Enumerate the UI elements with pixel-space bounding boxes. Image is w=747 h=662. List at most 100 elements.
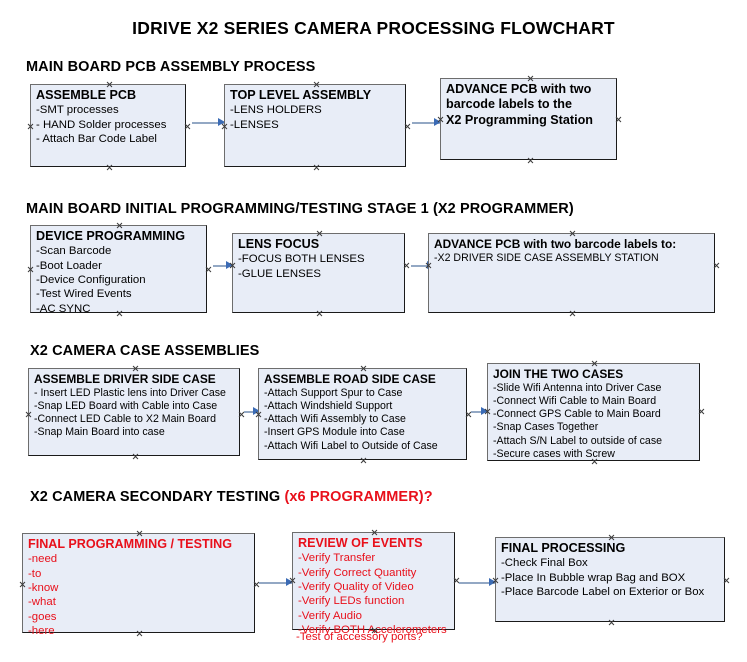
node-line: -Verify Quality of Video: [298, 580, 414, 593]
node-line: -Device Configuration: [36, 273, 146, 286]
connector-line: [259, 582, 292, 584]
handle-top-icon[interactable]: [527, 75, 534, 82]
connector-line: [412, 122, 440, 124]
handle-bottom-icon[interactable]: [360, 457, 367, 464]
handle-top-icon[interactable]: [106, 81, 113, 88]
handle-left-icon[interactable]: [25, 411, 32, 418]
node-line: -FOCUS BOTH LENSES: [238, 253, 365, 266]
handle-right-icon[interactable]: [723, 577, 730, 584]
node-line: -Snap Main Board into case: [34, 426, 165, 439]
connector-4-2: [459, 578, 496, 587]
node-line: -to: [28, 567, 42, 580]
node-title: DEVICE PROGRAMMING: [36, 229, 186, 243]
node-assemble-driver-side-case[interactable]: ASSEMBLE DRIVER SIDE CASE - Insert LED P…: [28, 368, 240, 456]
node-line: barcode labels to the: [446, 97, 572, 112]
node-final-programming-testing[interactable]: FINAL PROGRAMMING / TESTING -need -to -k…: [19, 530, 255, 637]
handle-left-icon[interactable]: [27, 266, 34, 273]
node-line: X2 Programming Station: [446, 112, 593, 127]
handle-bottom-icon[interactable]: [106, 164, 113, 171]
connector-line: [213, 265, 232, 267]
section-heading-4-accent: (x6 PROGRAMMER)?: [284, 489, 433, 505]
node-title: ASSEMBLE ROAD SIDE CASE: [264, 372, 436, 386]
handle-right-icon[interactable]: [403, 262, 410, 269]
connector-1-1: [192, 118, 225, 127]
handle-right-icon[interactable]: [698, 408, 705, 415]
handle-left-icon[interactable]: [27, 123, 34, 130]
node-assemble-road-side-case[interactable]: ASSEMBLE ROAD SIDE CASE -Attach Support …: [258, 368, 467, 460]
node-lens-focus[interactable]: LENS FOCUS -FOCUS BOTH LENSES -GLUE LENS…: [232, 233, 405, 313]
node-line: -Boot Loader: [36, 259, 102, 272]
node-line: - HAND Solder processes: [36, 118, 167, 131]
connector-4-1: [259, 578, 293, 587]
connector-line: [411, 265, 433, 267]
node-title: ADVANCE PCB with two barcode labels to:: [434, 237, 677, 251]
node-line: -need: [28, 553, 58, 566]
handle-top-icon[interactable]: [569, 230, 576, 237]
node-line: -goes: [28, 610, 57, 623]
node-line: -here: [28, 624, 55, 637]
connector-1-2: [412, 118, 441, 127]
node-line: -Place Barcode Label on Exterior or Box: [501, 585, 705, 598]
node-advance-pcb-2[interactable]: ADVANCE PCB with two barcode labels to: …: [428, 233, 715, 313]
node-join-the-two-cases[interactable]: JOIN THE TWO CASES -Slide Wifi Antenna i…: [487, 363, 700, 461]
node-line: -Test Wired Events: [36, 288, 132, 301]
node-advance-pcb-1[interactable]: ADVANCE PCB with two barcode labels to t…: [440, 78, 617, 160]
node-line: -AC SYNC: [36, 302, 91, 315]
arrow-head-icon: [489, 578, 496, 586]
node-line: -Verify Audio: [298, 609, 362, 622]
handle-bottom-icon[interactable]: [527, 157, 534, 164]
handle-right-icon[interactable]: [615, 116, 622, 123]
node-top-level-assembly[interactable]: TOP LEVEL ASSEMBLY -LENS HOLDERS -LENSES: [224, 84, 406, 167]
node-title: FINAL PROCESSING: [501, 541, 626, 555]
handle-bottom-icon[interactable]: [569, 310, 576, 317]
section-heading-1: MAIN BOARD PCB ASSEMBLY PROCESS: [26, 59, 315, 75]
node-line: -Connect Wifi Cable to Main Board: [493, 394, 657, 407]
node-line: -Place In Bubble wrap Bag and BOX: [501, 571, 686, 584]
section-heading-2-text: MAIN BOARD INITIAL PROGRAMMING/TESTING S…: [26, 201, 574, 217]
handle-top-icon[interactable]: [371, 529, 378, 536]
node-line: -Connect LED Cable to X2 Main Board: [34, 413, 216, 426]
node-title: ASSEMBLE PCB: [36, 88, 137, 102]
arrow-head-icon: [218, 118, 225, 126]
node-review-of-events-overflow-line: -Test of accessory ports?: [296, 631, 423, 643]
node-line: -Attach S/N Label to outside of case: [493, 434, 663, 447]
node-line: -Slide Wifi Antenna into Driver Case: [493, 381, 662, 394]
handle-top-icon[interactable]: [316, 230, 323, 237]
handle-left-icon[interactable]: [19, 581, 26, 588]
node-line: -Verify Transfer: [298, 552, 376, 565]
node-title: FINAL PROGRAMMING / TESTING: [28, 537, 233, 551]
handle-top-icon[interactable]: [132, 365, 139, 372]
node-line: - Attach Bar Code Label: [36, 132, 157, 145]
handle-bottom-icon[interactable]: [132, 453, 139, 460]
page-title: IDRIVE X2 SERIES CAMERA PROCESSING FLOWC…: [132, 18, 615, 38]
handle-top-icon[interactable]: [136, 530, 143, 537]
node-device-programming[interactable]: DEVICE PROGRAMMING -Scan Barcode -Boot L…: [27, 222, 207, 315]
node-title: LENS FOCUS: [238, 237, 320, 251]
handle-top-icon[interactable]: [608, 534, 615, 541]
handle-right-icon[interactable]: [713, 262, 720, 269]
arrow-head-icon: [434, 118, 441, 126]
handle-right-icon[interactable]: [184, 123, 191, 130]
node-assemble-pcb[interactable]: ASSEMBLE PCB -SMT processes - HAND Solde…: [30, 84, 186, 167]
handle-top-icon[interactable]: [360, 365, 367, 372]
node-title: REVIEW OF EVENTS: [298, 536, 423, 550]
arrow-head-icon: [286, 578, 293, 586]
handle-right-icon[interactable]: [205, 266, 212, 273]
handle-bottom-icon[interactable]: [316, 310, 323, 317]
connector-2-1: [213, 261, 233, 270]
handle-top-icon[interactable]: [591, 360, 598, 367]
node-line: -Attach Wifi Assembly to Case: [264, 413, 406, 426]
node-line: -Attach Windshield Support: [264, 399, 393, 412]
handle-top-icon[interactable]: [313, 81, 320, 88]
node-final-processing[interactable]: FINAL PROCESSING -Check Final Box -Place…: [495, 537, 725, 622]
node-line: -Verify BOTH Accelerometers: [298, 623, 447, 636]
handle-bottom-icon[interactable]: [313, 164, 320, 171]
handle-right-icon[interactable]: [404, 123, 411, 130]
handle-bottom-icon[interactable]: [608, 619, 615, 626]
node-line: -X2 DRIVER SIDE CASE ASSEMBLY STATION: [434, 251, 659, 264]
handle-top-icon[interactable]: [116, 222, 123, 229]
node-review-of-events[interactable]: REVIEW OF EVENTS -Verify Transfer -Verif…: [292, 529, 455, 636]
node-line: -SMT processes: [36, 104, 119, 117]
section-heading-3: X2 CAMERA CASE ASSEMBLIES: [30, 343, 259, 359]
node-line: -Insert GPS Module into Case: [264, 426, 405, 439]
